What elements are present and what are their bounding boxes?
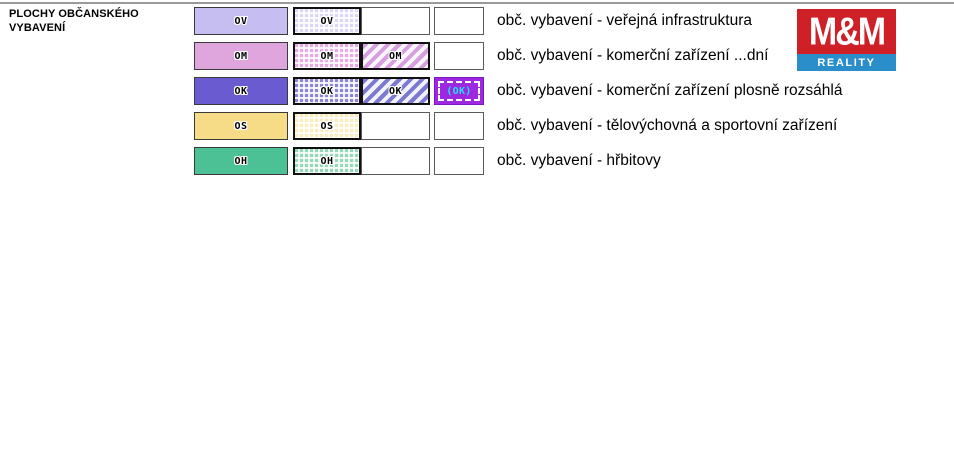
watermark-brand-top: M&M <box>808 9 886 54</box>
legend-swatch-solid: OS <box>194 112 288 140</box>
legend-description: obč. vybavení - komerční zařízení plosně… <box>497 82 843 99</box>
legend-swatch-code: OK <box>320 85 334 97</box>
legend-swatch-code: OS <box>320 120 334 132</box>
legend-swatch-solid: OM <box>194 42 288 70</box>
legend-description: obč. vybavení - hřbitovy <box>497 152 661 169</box>
watermark-blue-block: REALITY <box>797 54 896 71</box>
legend-swatch-code: OK <box>234 85 248 97</box>
watermark-logo: M&M REALITY <box>797 9 896 71</box>
legend-swatch-empty <box>434 7 484 35</box>
legend-swatch-grid-hatch: OV <box>293 7 361 35</box>
legend-swatch-grid-hatch: OH <box>293 147 361 175</box>
legend-swatch-code: OM <box>234 50 248 62</box>
legend-swatch-code: OV <box>320 15 334 27</box>
legend-swatch-solid: OV <box>194 7 288 35</box>
legend-symbol-dashed-frame: (OK) <box>438 81 480 101</box>
legend-swatch-code: OH <box>234 155 248 167</box>
legend-swatch-code: OK <box>388 85 403 97</box>
legend-swatch-grid-hatch: OM <box>293 42 361 70</box>
legend-swatch-code: OV <box>234 15 248 27</box>
legend-swatch-solid: OK <box>194 77 288 105</box>
legend-swatch-empty <box>361 7 430 35</box>
page-title: PLOCHY OBČANSKÉHO VYBAVENÍ <box>9 8 139 34</box>
legend-swatch-empty <box>434 147 484 175</box>
legend-swatch-diagonal-hatch: OK <box>361 77 430 105</box>
legend-swatch-diagonal-hatch: OM <box>361 42 430 70</box>
legend-swatch-empty <box>434 42 484 70</box>
legend-swatch-grid-hatch: OK <box>293 77 361 105</box>
legend-description: obč. vybavení - tělovýchovná a sportovní… <box>497 117 838 134</box>
legend-description: obč. vybavení - veřejná infrastruktura <box>497 12 753 29</box>
watermark-red-block: M&M <box>797 9 896 54</box>
legend-swatch-code: OS <box>234 120 248 132</box>
legend-swatch-code: OM <box>320 50 334 62</box>
watermark-brand-bottom: REALITY <box>817 56 876 69</box>
legend-description: obč. vybavení - komerční zařízení ...dní <box>497 47 769 64</box>
legend-swatch-empty <box>361 147 430 175</box>
top-divider <box>0 2 954 4</box>
legend-swatch-code: OM <box>388 50 403 62</box>
legend-swatch-empty <box>434 112 484 140</box>
legend-swatch-point-symbol: (OK) <box>434 77 484 105</box>
legend-swatch-solid: OH <box>194 147 288 175</box>
legend-swatch-empty <box>361 112 430 140</box>
legend-swatch-code: OH <box>320 155 334 167</box>
legend-symbol-code: (OK) <box>446 85 472 97</box>
legend-swatch-grid-hatch: OS <box>293 112 361 140</box>
